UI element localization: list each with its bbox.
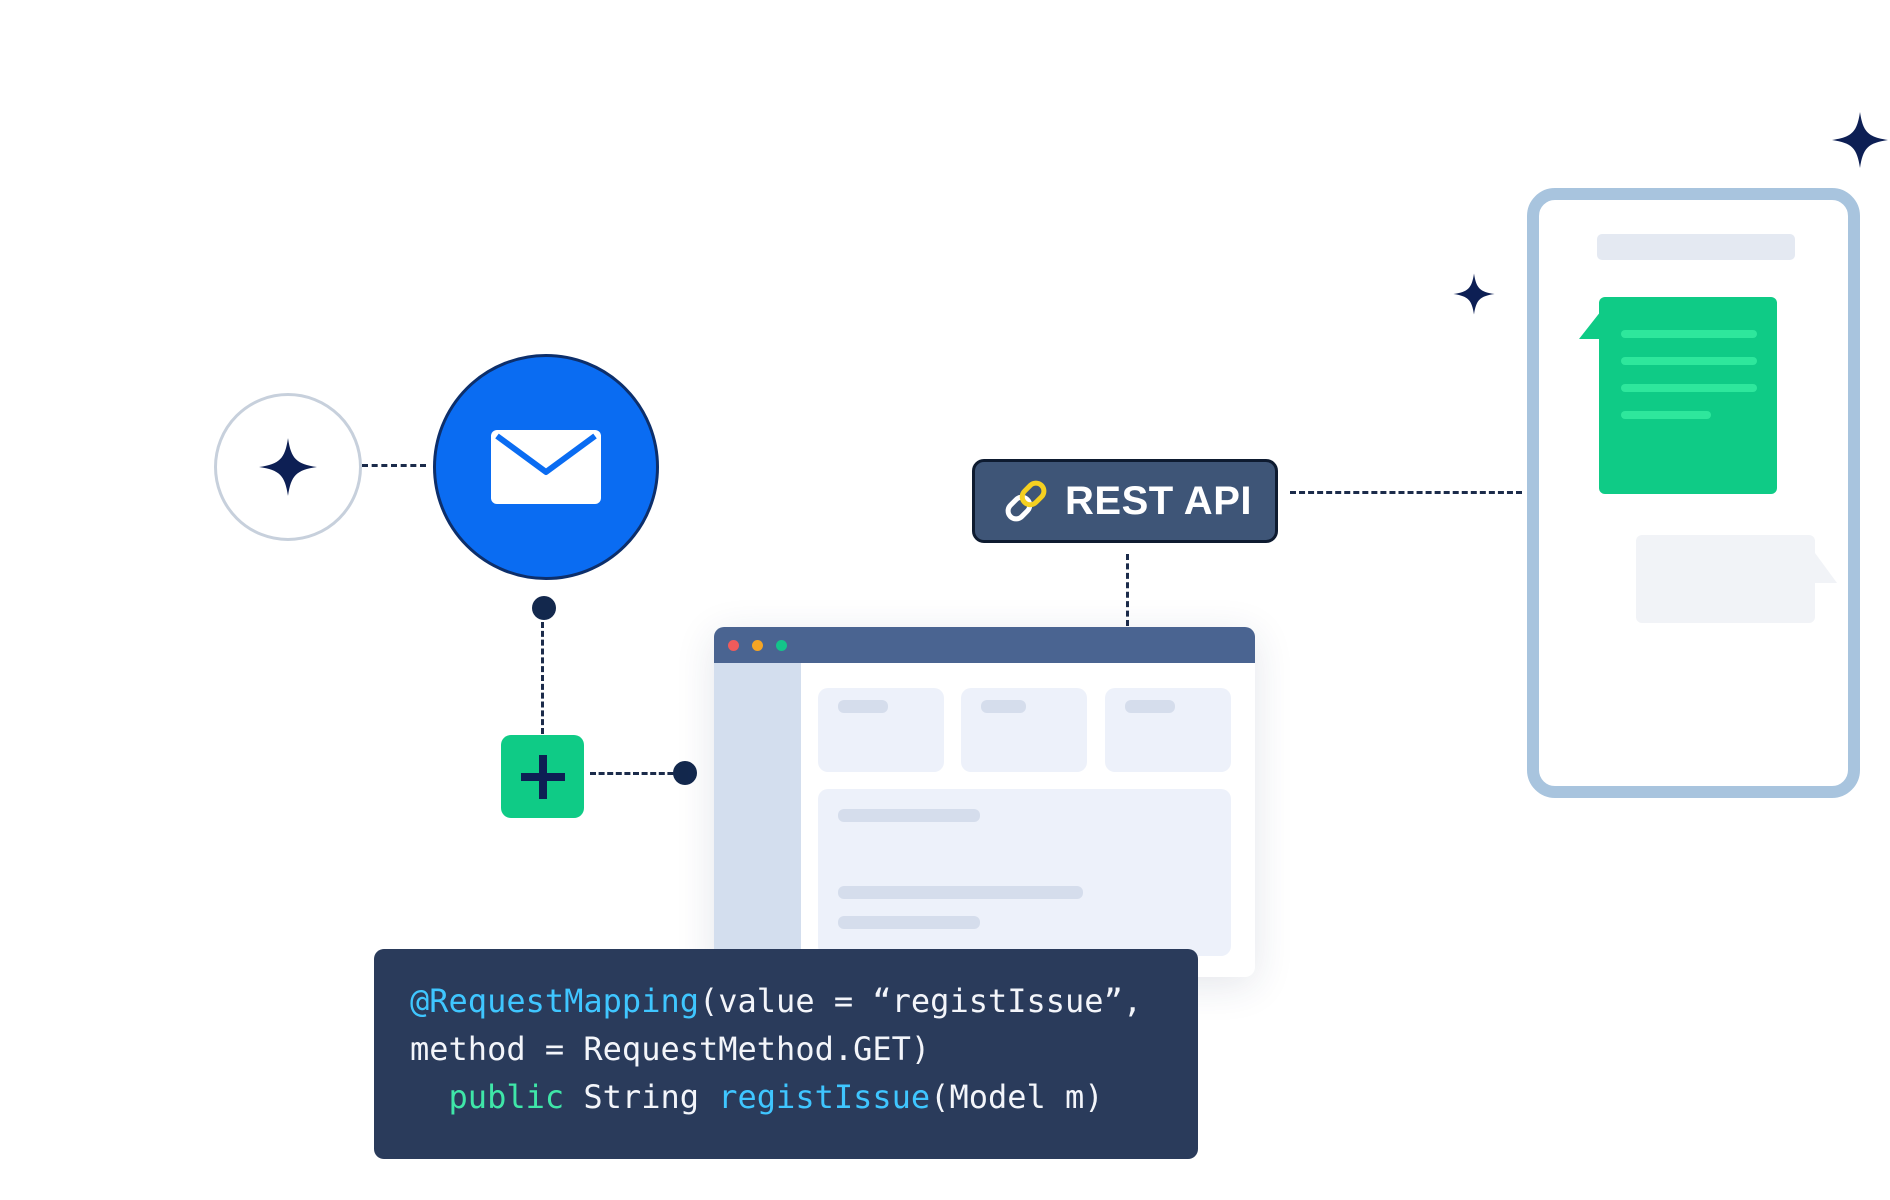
connector-dot [532,596,556,620]
rest-api-badge: REST API [972,459,1278,543]
code-indent [410,1078,449,1116]
code-line-2: method = RequestMethod.GET) [410,1030,931,1068]
connector-api-phone [1290,491,1522,494]
code-keyword: public [448,1078,565,1116]
window-sidebar [714,663,801,977]
dashboard-window [714,627,1255,977]
connector-api-browser [1126,554,1129,626]
close-dot [728,640,739,651]
rest-api-label: REST API [1065,478,1252,523]
mobile-phone [1527,188,1860,798]
content-panel [818,789,1231,956]
code-snippet: @RequestMapping(value = “registIssue”, m… [374,949,1198,1159]
add-node [501,735,584,818]
code-method-name: registIssue [718,1078,931,1116]
chat-bubble-outgoing [1636,535,1837,623]
plus-icon [520,754,565,799]
code-line-1-rest: (value = “registIssue”, [698,982,1143,1020]
ai-spark-node [214,393,362,541]
stat-card [1105,688,1231,772]
code-type: String [564,1078,719,1116]
maximize-dot [776,640,787,651]
phone-header-bar [1597,234,1795,260]
sparkle-icon [1832,112,1888,168]
code-annotation: @RequestMapping [410,982,699,1020]
code-args: (Model m) [930,1078,1104,1116]
chat-bubble-incoming [1579,297,1777,494]
link-icon [1005,480,1047,522]
sparkle-icon [1453,273,1495,315]
sparkle-icon [259,438,317,496]
minimize-dot [752,640,763,651]
envelope-icon [491,430,601,504]
connector-mail-plus [541,622,544,734]
window-titlebar [714,627,1255,663]
connector-dot [673,761,697,785]
connector-spark-mail [362,464,426,467]
stat-card [961,688,1087,772]
email-node [433,354,659,580]
stat-card [818,688,944,772]
connector-plus-browser [590,772,682,775]
